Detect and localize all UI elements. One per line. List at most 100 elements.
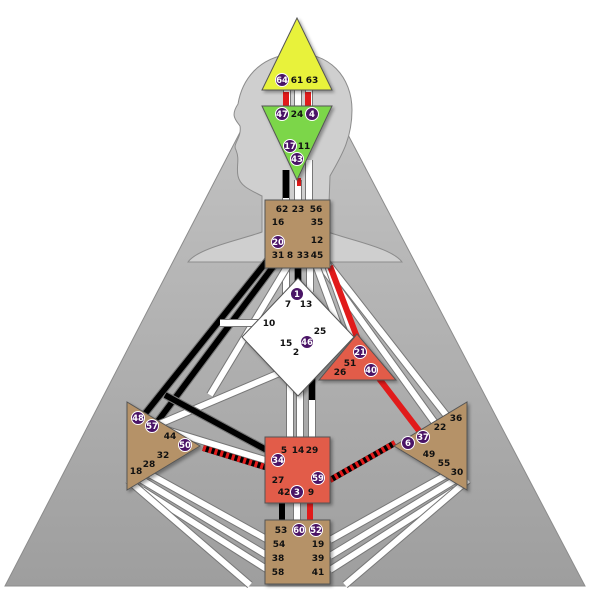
throat-center xyxy=(264,199,331,269)
gate-43: 43 xyxy=(291,155,303,165)
gate-10: 10 xyxy=(263,319,276,329)
gate-22: 22 xyxy=(434,423,447,433)
gate-4: 4 xyxy=(309,110,315,120)
channel-22 xyxy=(327,264,363,347)
gate-3: 3 xyxy=(294,488,300,498)
gate-28: 28 xyxy=(143,460,156,470)
gate-badge-43 xyxy=(290,152,304,166)
gate-24: 24 xyxy=(291,110,304,120)
gate-31: 31 xyxy=(272,251,285,261)
gate-badge-21 xyxy=(353,345,367,359)
gate-45: 45 xyxy=(311,251,324,261)
gate-badge-3 xyxy=(290,485,304,499)
gate-56: 56 xyxy=(310,205,323,215)
head-center xyxy=(261,16,333,91)
channel-42 xyxy=(140,487,270,573)
gate-44: 44 xyxy=(164,432,177,442)
gate-55: 55 xyxy=(438,459,451,469)
gate-badge-6 xyxy=(401,436,415,450)
gate-47: 47 xyxy=(276,110,288,120)
gate-badge-59 xyxy=(311,471,325,485)
gate-badge-17 xyxy=(283,139,297,153)
gate-46: 46 xyxy=(301,338,313,348)
gate-30: 30 xyxy=(451,468,464,478)
gate-9: 9 xyxy=(308,488,314,498)
gate-badge-48 xyxy=(131,411,145,425)
channel-43 xyxy=(328,467,457,543)
gate-18: 18 xyxy=(130,467,143,477)
gate-53: 53 xyxy=(275,526,288,536)
gate-23: 23 xyxy=(292,205,305,215)
gate-badge-1 xyxy=(290,287,304,301)
gate-38: 38 xyxy=(272,554,285,564)
gate-2: 2 xyxy=(293,348,299,358)
gate-26: 26 xyxy=(334,368,347,378)
channel-45 xyxy=(328,487,457,573)
gate-badge-37 xyxy=(416,430,430,444)
gate-36: 36 xyxy=(450,414,463,424)
gate-13: 13 xyxy=(300,300,313,310)
gate-badge-34 xyxy=(271,453,285,467)
gate-17: 17 xyxy=(284,142,296,152)
gate-7: 7 xyxy=(285,300,291,310)
gate-39: 39 xyxy=(312,554,325,564)
spleen-center xyxy=(126,401,201,491)
gate-50: 50 xyxy=(179,441,191,451)
gate-badge-47 xyxy=(275,107,289,121)
gate-34: 34 xyxy=(272,456,284,466)
gate-badge-40 xyxy=(364,363,378,377)
gate-12: 12 xyxy=(311,236,324,246)
gate-16: 16 xyxy=(272,218,285,228)
channel-40 xyxy=(140,467,270,543)
gate-20: 20 xyxy=(272,238,284,248)
gate-52: 52 xyxy=(310,526,322,536)
channel-15 xyxy=(137,244,282,422)
gate-badge-4 xyxy=(305,107,319,121)
gate-badge-57 xyxy=(145,419,159,433)
gate-1: 1 xyxy=(294,290,300,300)
gate-37: 37 xyxy=(417,433,429,443)
gate-27: 27 xyxy=(272,476,285,486)
channel-47 xyxy=(343,477,470,588)
gate-15: 15 xyxy=(280,339,293,349)
g-center xyxy=(241,277,355,397)
channel-20 xyxy=(322,258,453,422)
channel-46 xyxy=(126,477,252,588)
gate-badge-50 xyxy=(178,438,192,452)
gate-59: 59 xyxy=(312,474,324,484)
gate-21: 21 xyxy=(354,348,366,358)
gate-32: 32 xyxy=(157,451,170,461)
gate-badge-46 xyxy=(300,335,314,349)
gate-58: 58 xyxy=(272,568,285,578)
gate-35: 35 xyxy=(311,218,324,228)
gate-48: 48 xyxy=(132,414,144,424)
gate-badge-20 xyxy=(271,235,285,249)
gate-60: 60 xyxy=(293,526,305,536)
gate-42: 42 xyxy=(278,488,291,498)
channel-34 xyxy=(202,445,269,471)
channel-33 xyxy=(371,370,423,434)
gate-33: 33 xyxy=(297,251,310,261)
channel-41 xyxy=(140,477,270,559)
gate-51: 51 xyxy=(344,359,357,369)
gate-badge-60 xyxy=(292,523,306,537)
gate-61: 61 xyxy=(291,76,304,86)
gate-badge-64 xyxy=(275,73,289,87)
gate-40: 40 xyxy=(365,366,377,376)
ajna-center xyxy=(261,105,333,182)
gate-49: 49 xyxy=(423,450,436,460)
gate-64: 64 xyxy=(276,76,288,86)
gate-41: 41 xyxy=(312,568,325,578)
gate-62: 62 xyxy=(276,205,289,215)
gate-11: 11 xyxy=(298,142,311,152)
channel-35 xyxy=(328,440,397,483)
gate-29: 29 xyxy=(306,446,319,456)
gate-57: 57 xyxy=(146,422,158,432)
gate-badge-52 xyxy=(309,523,323,537)
gate-54: 54 xyxy=(273,540,286,550)
gate-5: 5 xyxy=(281,446,287,456)
solar-plexus-center xyxy=(393,401,468,491)
gate-8: 8 xyxy=(287,251,293,261)
